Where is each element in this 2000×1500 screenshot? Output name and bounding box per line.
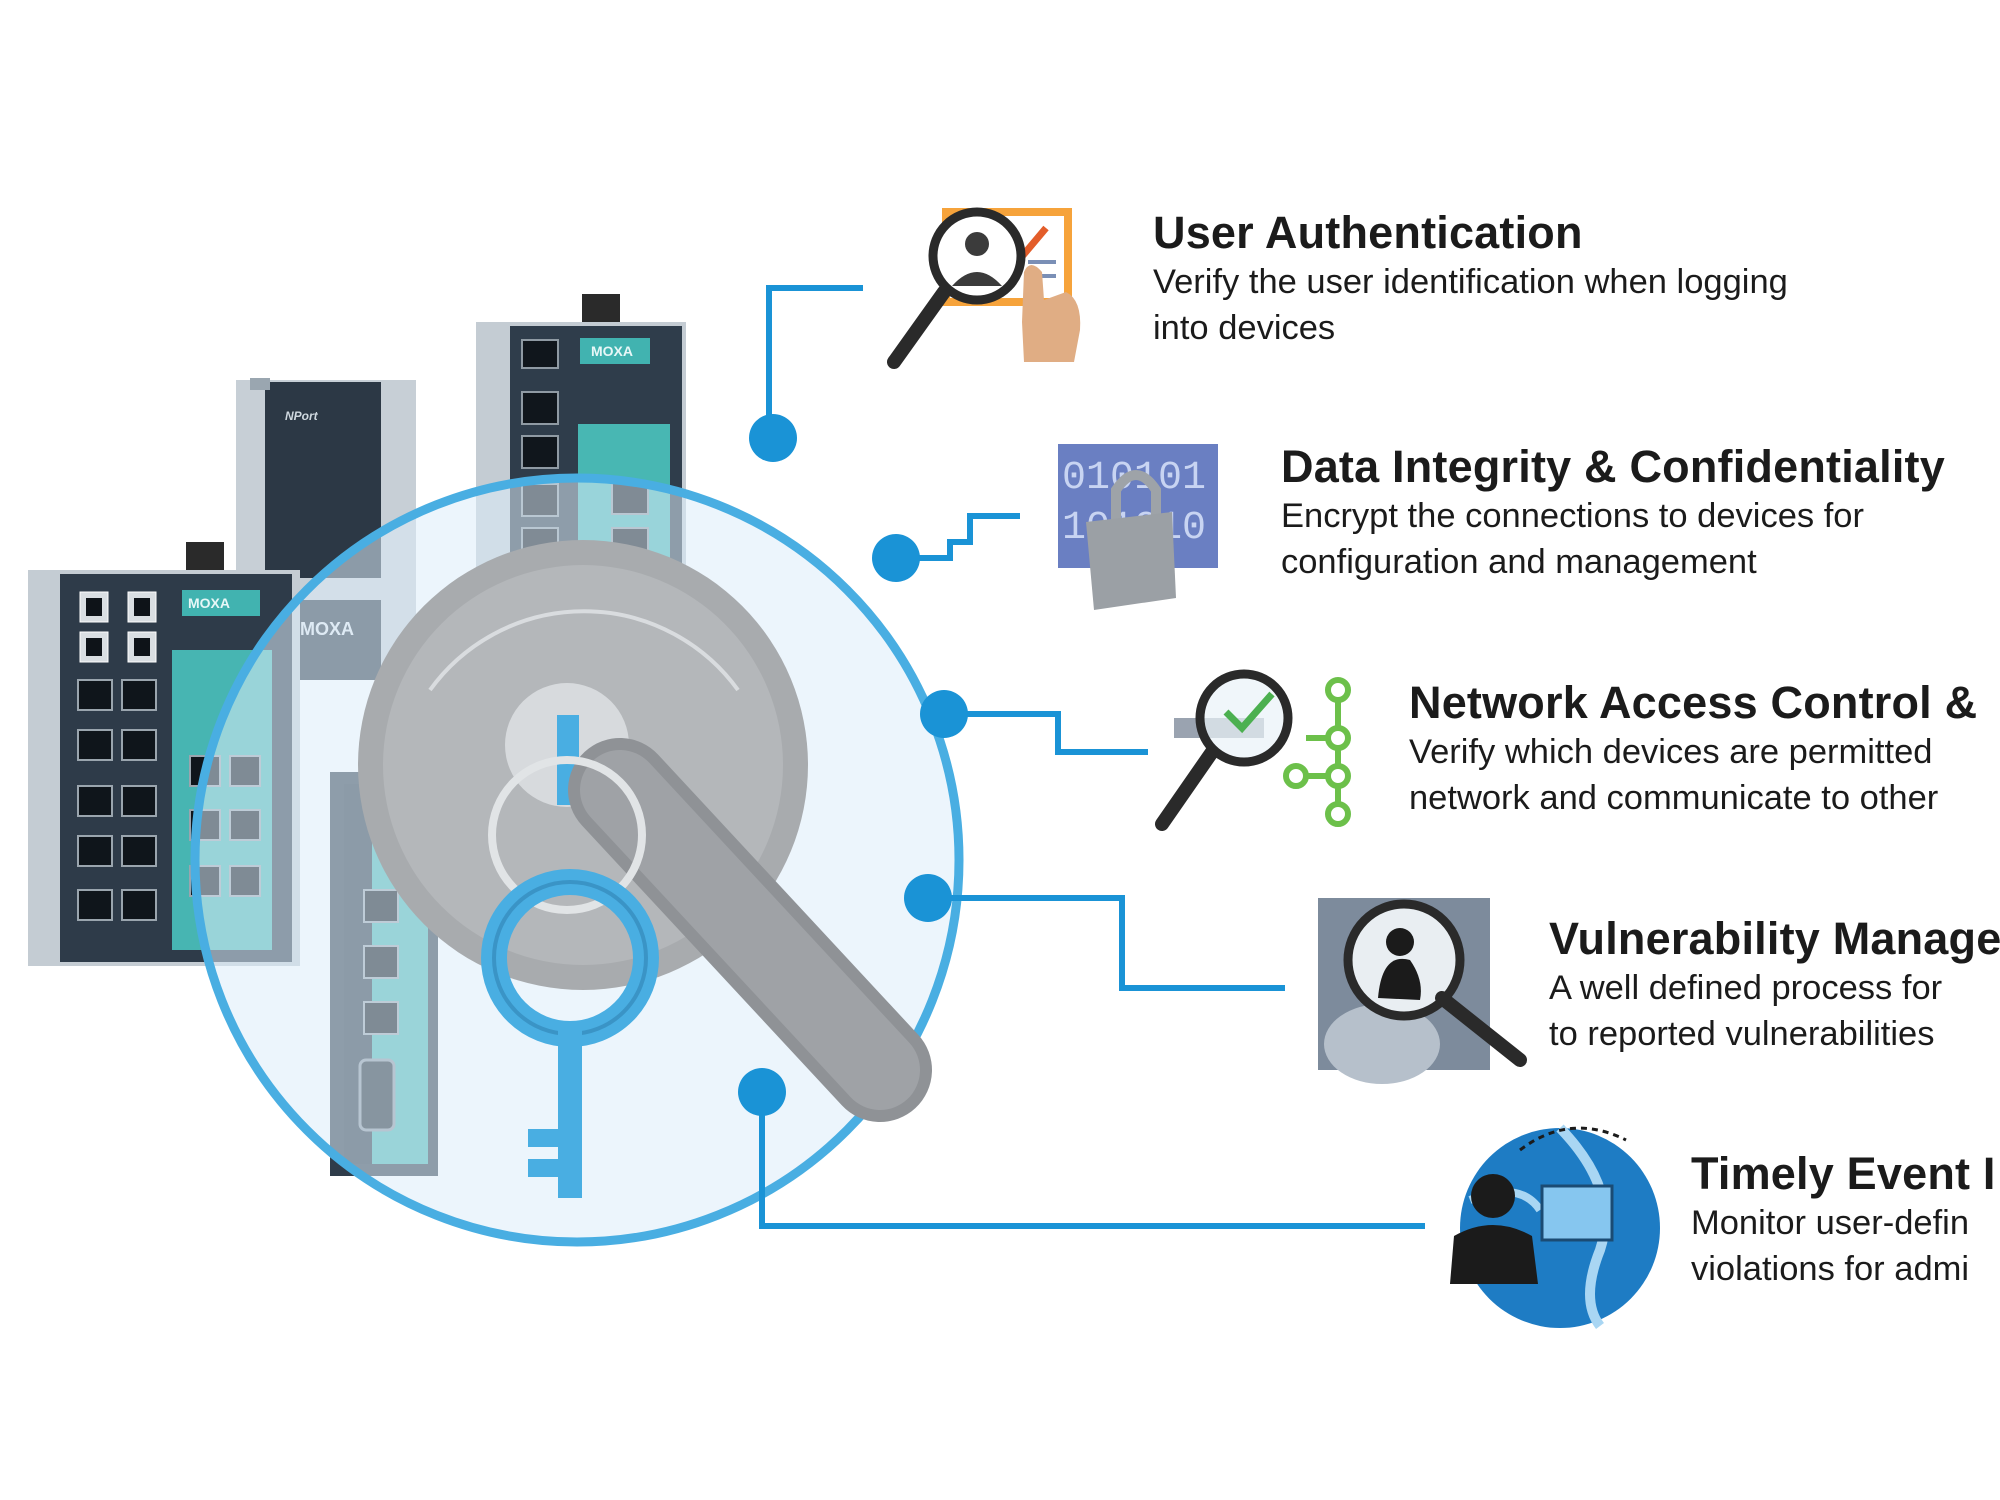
binary-padlock-icon: 010101 101010 bbox=[1058, 444, 1218, 610]
feature-title: Data Integrity & Confidentiality bbox=[1281, 441, 1945, 492]
feature-data-integrity: Data Integrity & Confidentiality Encrypt… bbox=[1281, 441, 1945, 585]
feature-desc-line-1: Verify the user identification when logg… bbox=[1153, 263, 1788, 301]
connector-nodes bbox=[738, 414, 968, 1116]
feature-title: Timely Event I bbox=[1691, 1148, 1996, 1199]
feature-title: User Authentication bbox=[1153, 207, 1583, 258]
feature-vulnerability-management: Vulnerability Manage A well defined proc… bbox=[1549, 913, 2000, 1057]
feature-network-access-control: Network Access Control & Verify which de… bbox=[1409, 677, 1977, 821]
feature-desc-line-2: violations for admi bbox=[1691, 1250, 1970, 1288]
feature-desc-line-1: Monitor user-defin bbox=[1691, 1204, 1970, 1242]
feature-desc-line-1: Verify which devices are permitted bbox=[1409, 733, 1933, 771]
magnifier-network-check-icon bbox=[1155, 669, 1351, 831]
feature-user-authentication: User Authentication Verify the user iden… bbox=[1153, 207, 1788, 351]
feature-timely-event: Timely Event I Monitor user-defin violat… bbox=[1691, 1148, 1996, 1292]
tall-switch-brand-label: MOXA bbox=[591, 343, 633, 359]
nport-label: NPort bbox=[285, 409, 319, 423]
feature-desc-line-2: to reported vulnerabilities bbox=[1549, 1015, 1935, 1053]
feature-desc-line-2: into devices bbox=[1153, 309, 1336, 347]
large-switch-brand-label: MOXA bbox=[188, 595, 230, 611]
key-icon bbox=[481, 869, 659, 1198]
feature-desc-line-1: A well defined process for bbox=[1549, 969, 1943, 1007]
magnifier-hacker-icon bbox=[1318, 898, 1527, 1084]
lock-handle-icon bbox=[358, 540, 932, 1122]
feature-title: Vulnerability Manage bbox=[1549, 913, 2000, 964]
globe-user-monitor-icon bbox=[1450, 1124, 1660, 1330]
feature-title: Network Access Control & bbox=[1409, 677, 1978, 728]
magnifier-id-card-icon bbox=[887, 207, 1081, 369]
feature-desc-line-1: Encrypt the connections to devices for bbox=[1281, 497, 1864, 535]
feature-desc-line-2: network and communicate to other bbox=[1409, 779, 1939, 817]
feature-desc-line-2: configuration and management bbox=[1281, 543, 1757, 581]
